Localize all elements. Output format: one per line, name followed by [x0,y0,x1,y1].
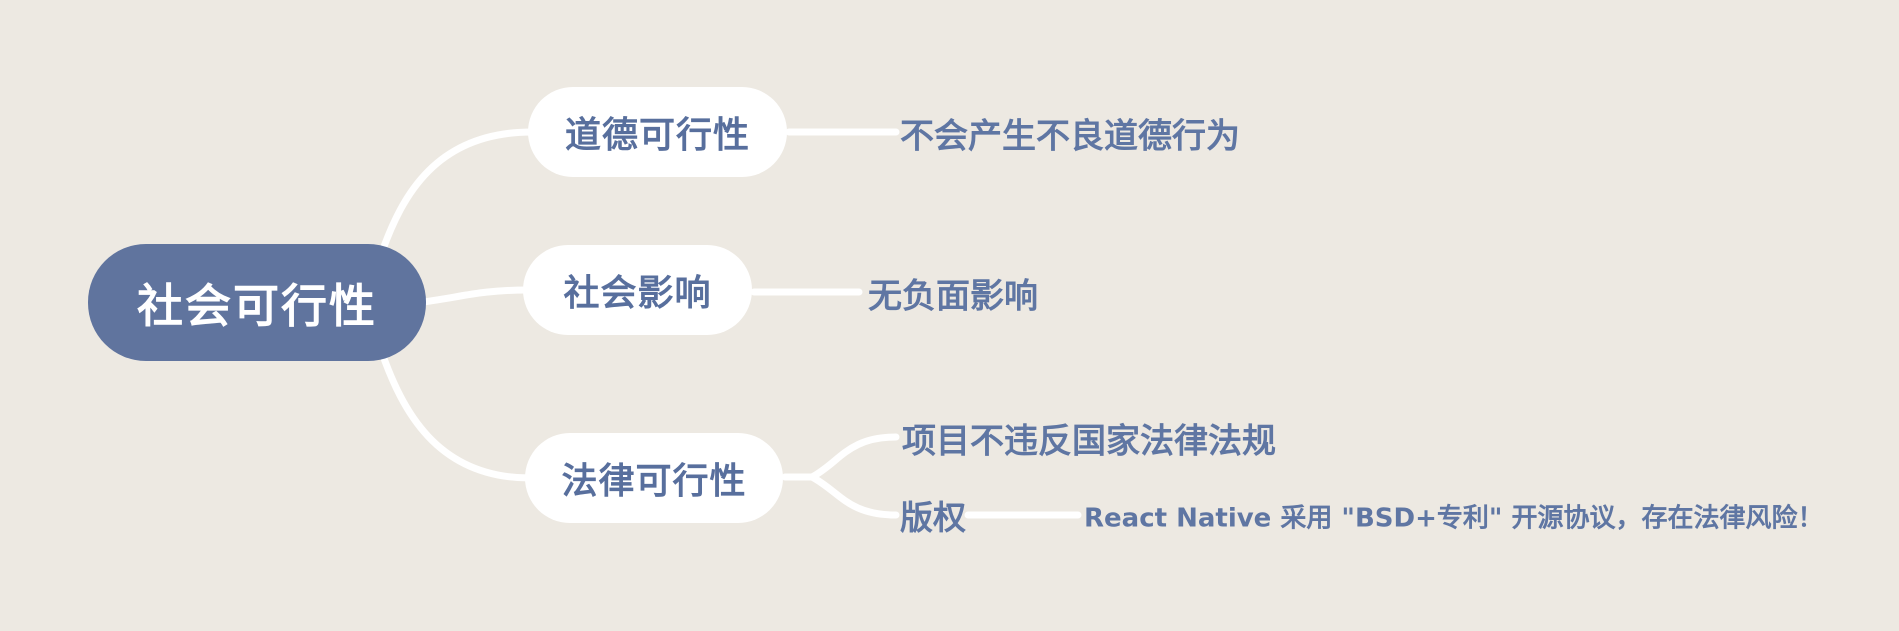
leaf-legal-regulations-note[interactable]: 项目不违反国家法律法规 [902,421,1276,462]
node-legal-feasibility-label: 法律可行性 [561,461,747,502]
connector-root-to-legal [378,349,534,482]
connector-legal-to-copyright [808,473,900,519]
root-node-label: 社会可行性 [137,278,377,333]
leaf-copyright-topic[interactable]: 版权 [900,498,966,537]
node-social-impact-label: 社会影响 [563,273,712,314]
node-legal-feasibility[interactable]: 法律可行性 [525,433,783,523]
node-moral-feasibility[interactable]: 道德可行性 [528,87,787,177]
leaf-moral-note[interactable]: 不会产生不良道德行为 [900,116,1240,157]
connector-root-to-social [411,286,531,307]
root-node[interactable]: 社会可行性 [88,244,426,361]
node-moral-feasibility-label: 道德可行性 [564,115,750,156]
leaf-copyright-risk-note[interactable]: React Native 采用 "BSD+专利" 开源协议，存在法律风险！ [1084,503,1824,534]
connector-root-to-moral [378,128,536,256]
node-social-impact[interactable]: 社会影响 [523,245,752,335]
leaf-social-note[interactable]: 无负面影响 [868,276,1038,317]
connector-legal-to-law-leaf [808,433,900,481]
